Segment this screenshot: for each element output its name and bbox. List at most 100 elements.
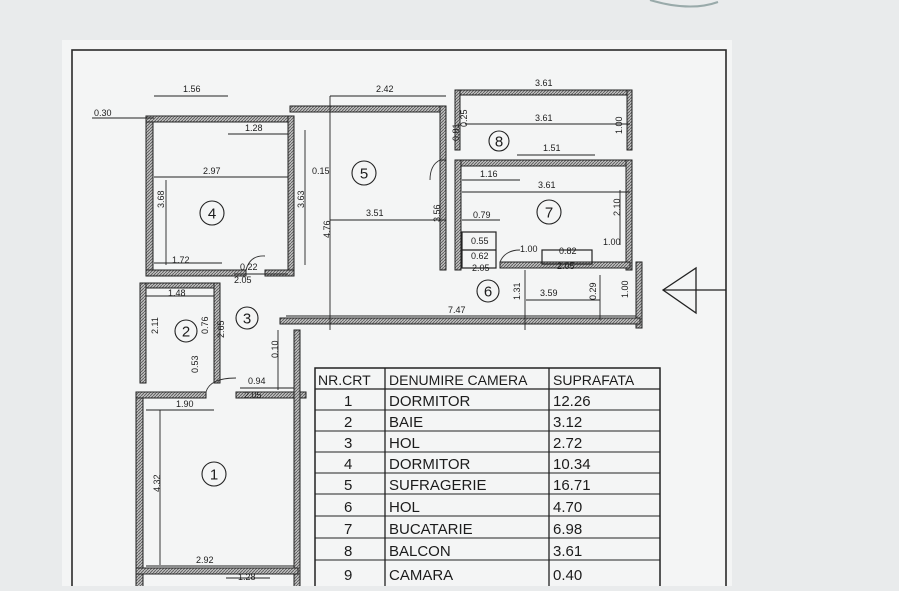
table-row: 8 BALCON 3.61	[344, 543, 582, 560]
row-area: 16.71	[553, 477, 591, 494]
row-name: DORMITOR	[389, 456, 471, 473]
dim-label: 0.29	[588, 282, 598, 300]
dim-label: 1.72	[172, 255, 190, 265]
row-nr: 5	[344, 477, 352, 494]
dim-label: 2.05	[234, 275, 252, 285]
dim-label: 0.22	[240, 262, 258, 272]
dim-label: 0.94	[248, 376, 266, 386]
dim-label: 2.05	[244, 390, 262, 400]
entrance-arrow-icon	[661, 266, 726, 315]
row-area: 12.26	[553, 393, 591, 410]
dim-label: 1.51	[543, 143, 561, 153]
dim-label: 3.61	[535, 113, 553, 123]
row-nr: 8	[344, 543, 352, 560]
room-marker-4	[199, 200, 225, 226]
row-name: BUCATARIE	[389, 521, 473, 538]
dim-label: 1.90	[176, 399, 194, 409]
dim-label: 3.51	[366, 208, 384, 218]
row-nr: 1	[344, 393, 352, 410]
room-markers	[174, 130, 562, 487]
dim-label: 0.62	[471, 251, 489, 261]
row-name: DORMITOR	[389, 393, 471, 410]
dim-label: 1.28	[238, 572, 256, 582]
room-number-1: 1	[210, 467, 218, 484]
dim-label: 3.61	[538, 180, 556, 190]
dim-label: 4.32	[152, 474, 162, 492]
row-area: 2.72	[553, 435, 582, 452]
dim-label: 0.10	[270, 340, 280, 358]
dim-label: 1.28	[245, 123, 263, 133]
row-name: BAIE	[389, 414, 423, 431]
dimension-lines	[92, 89, 636, 579]
table-row: 2 BAIE 3.12	[344, 414, 582, 431]
dim-label: 1.48	[168, 288, 186, 298]
row-nr: 6	[344, 499, 352, 516]
dim-label: 0.79	[473, 210, 491, 220]
dim-label: 1.16	[480, 169, 498, 179]
table-header-name: DENUMIRE CAMERA	[389, 372, 528, 388]
room-number-7: 7	[545, 205, 553, 222]
row-nr: 4	[344, 456, 352, 473]
row-nr: 3	[344, 435, 352, 452]
row-nr: 7	[344, 521, 352, 538]
table-row: 7 BUCATARIE 6.98	[344, 521, 582, 538]
room-number-5: 5	[360, 166, 368, 183]
room-marker-5	[351, 160, 377, 186]
row-area: 4.70	[553, 499, 582, 516]
dim-label: 1.00	[520, 244, 538, 254]
room-number-2: 2	[182, 324, 190, 341]
dim-label: 7.47	[448, 305, 466, 315]
dim-label: 2.92	[196, 555, 214, 565]
dim-label: 1.00	[603, 237, 621, 247]
dim-label: 3.63	[296, 190, 306, 208]
row-name: HOL	[389, 435, 420, 452]
row-area: 6.98	[553, 521, 582, 538]
room-table-frame	[314, 367, 661, 591]
drawing-frame	[71, 49, 727, 591]
row-name: SUFRAGERIE	[389, 477, 487, 494]
room-number-4: 4	[208, 206, 216, 223]
row-area: 10.34	[553, 456, 591, 473]
room-marker-3	[235, 306, 259, 330]
row-area: 0.40	[553, 567, 582, 584]
dim-label: 1.31	[512, 282, 522, 300]
dim-label: 0.82	[559, 246, 577, 256]
dim-label: 0.76	[200, 316, 210, 334]
table-header-nr: NR.CRT	[318, 372, 371, 388]
table-row: 6 HOL 4.70	[344, 499, 582, 516]
table-row: 5 SUFRAGERIE 16.71	[344, 477, 591, 494]
walls	[135, 89, 643, 591]
table-row: 3 HOL 2.72	[344, 435, 582, 452]
room-marker-8	[488, 130, 510, 152]
table-row: 9 CAMARA 0.40	[344, 567, 582, 584]
room-marker-7	[536, 199, 562, 225]
row-area: 3.12	[553, 414, 582, 431]
dim-label: 2.42	[376, 84, 394, 94]
dim-label: 1.56	[183, 84, 201, 94]
row-name: HOL	[389, 499, 420, 516]
room-marker-6	[476, 279, 500, 303]
room-table: NR.CRT DENUMIRE CAMERA SUPRAFATA 1 DORMI…	[314, 367, 661, 591]
dim-label: 2.11	[150, 317, 160, 334]
stamp-fragment	[649, 0, 719, 8]
dim-label: 0.25	[459, 109, 469, 127]
door-swings	[205, 159, 521, 393]
table-row: 4 DORMITOR 10.34	[344, 456, 591, 473]
dim-label: 3.61	[535, 78, 553, 88]
dim-label: 1.00	[614, 116, 624, 134]
room-marker-2	[174, 319, 198, 343]
dim-label: 2.10	[612, 198, 622, 216]
pantry-box	[461, 231, 593, 269]
dim-label: 2.05	[557, 261, 575, 271]
dim-label: 3.68	[156, 190, 166, 208]
room-number-6: 6	[484, 284, 492, 301]
dim-label: 1.00	[620, 280, 630, 298]
dim-label: 2.97	[203, 166, 221, 176]
dim-label: 0.55	[471, 236, 489, 246]
dim-label: 0.53	[190, 355, 200, 373]
table-row: 1 DORMITOR 12.26	[344, 393, 591, 410]
dim-label: 3.56	[432, 204, 442, 222]
dim-label: 3.59	[540, 288, 558, 298]
dim-label: 0.15	[312, 166, 330, 176]
